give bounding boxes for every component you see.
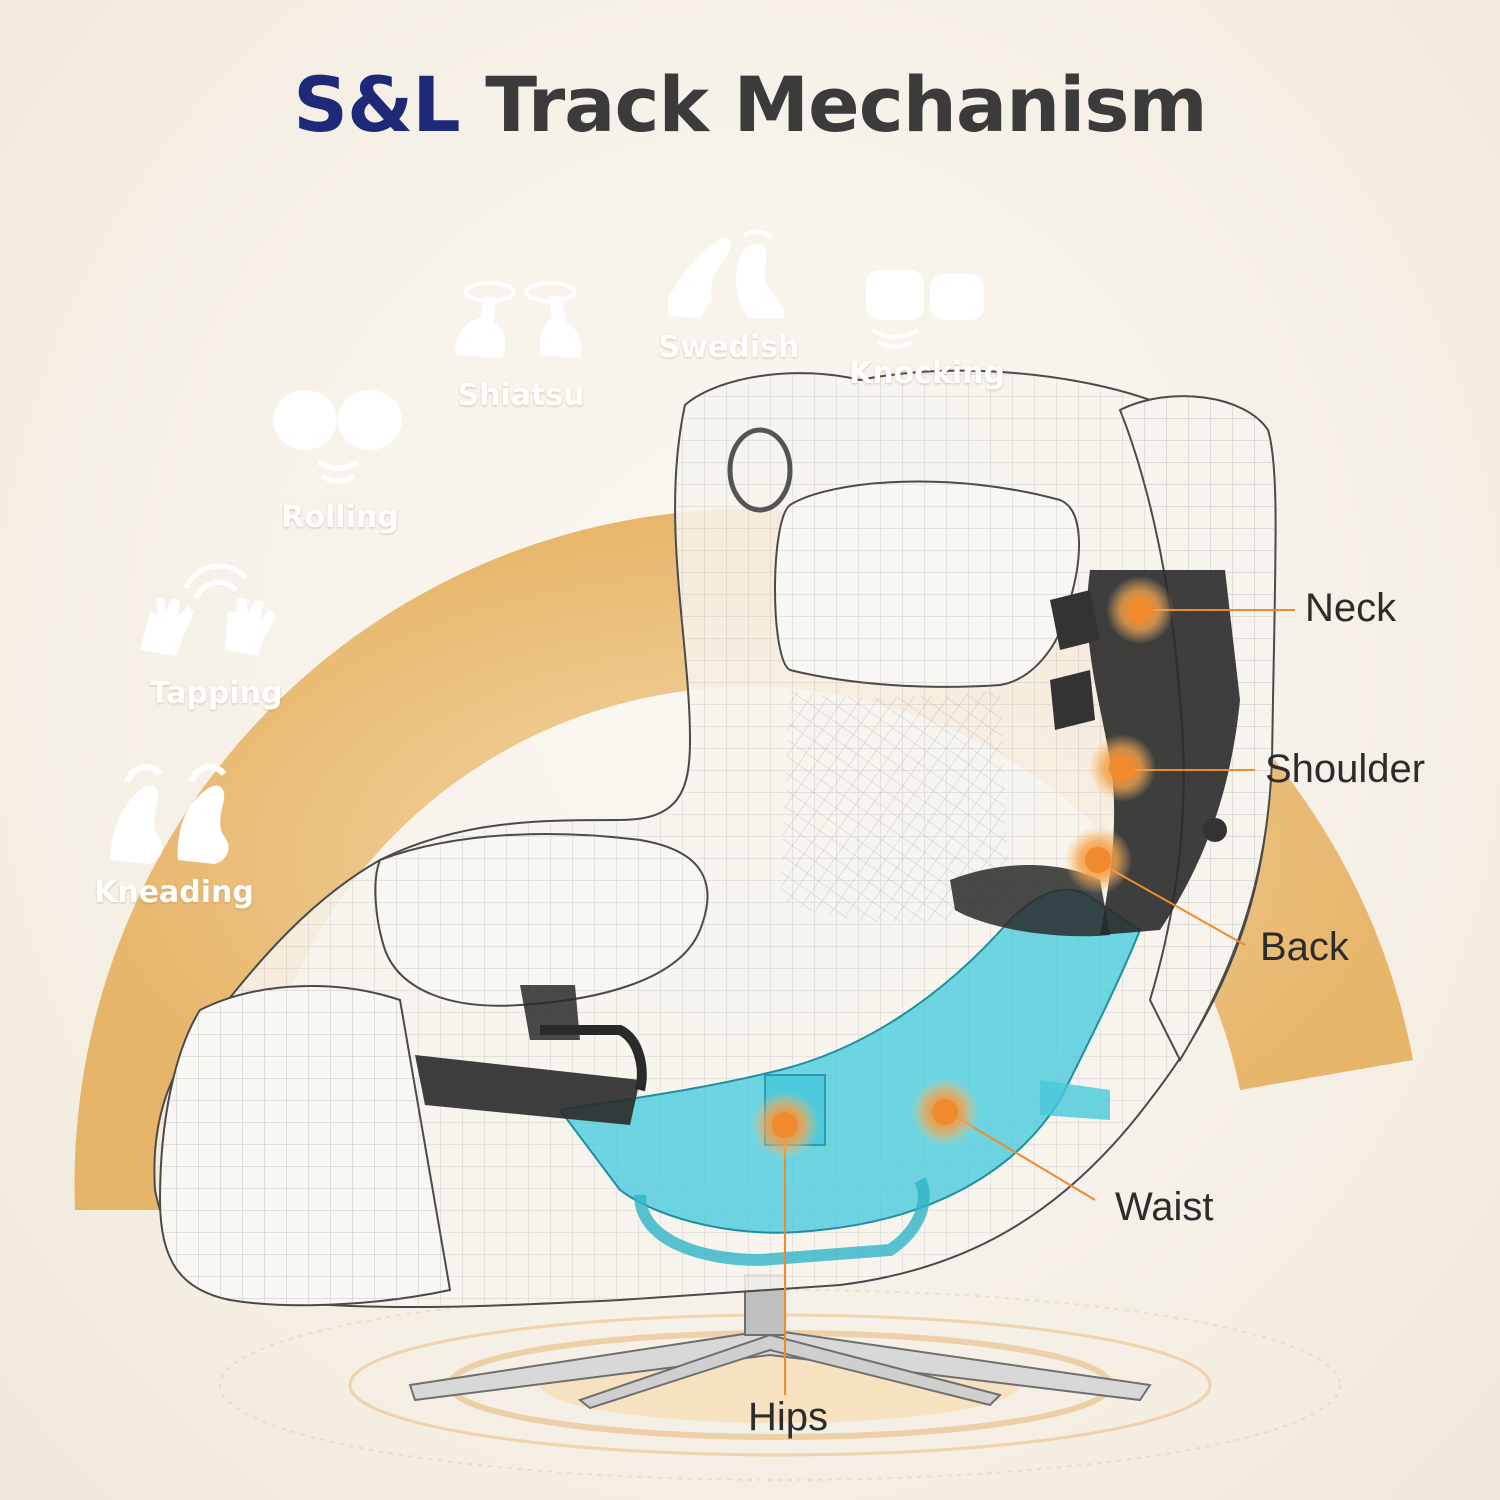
knocking-fists-icon xyxy=(866,270,984,349)
technique-label-shiatsu: Shiatsu xyxy=(457,378,585,413)
waist-marker xyxy=(911,1078,979,1146)
zone-label-back: Back xyxy=(1260,925,1349,969)
hips-marker xyxy=(751,1091,819,1159)
zone-label-shoulder: Shoulder xyxy=(1265,747,1426,791)
zone-markers xyxy=(751,576,1174,1159)
track-lower-cyan xyxy=(558,888,1142,1234)
brand-name: S&L xyxy=(293,60,460,149)
technique-label-swedish: Swedish xyxy=(658,330,800,365)
technique-label-kneading: Kneading xyxy=(94,875,254,910)
back-marker xyxy=(1064,826,1132,894)
leg-rail xyxy=(415,1055,640,1125)
page-title: S&L Track Mechanism xyxy=(0,60,1500,149)
neck-marker xyxy=(1106,576,1174,644)
shoulder-marker xyxy=(1088,734,1156,802)
technique-label-knocking: Knocking xyxy=(848,356,1006,391)
tapping-hands-icon xyxy=(140,563,276,656)
zone-label-hips: Hips xyxy=(748,1395,829,1439)
swedish-hands-icon xyxy=(668,229,785,318)
speaker-ring xyxy=(727,427,793,513)
zone-label-neck: Neck xyxy=(1305,586,1397,630)
technique-label-tapping: Tapping xyxy=(149,676,283,711)
kneading-hands-icon xyxy=(110,764,229,864)
technique-label-rolling: Rolling xyxy=(281,500,399,535)
zone-label-waist: Waist xyxy=(1115,1185,1214,1229)
rolling-fists-icon xyxy=(273,390,402,484)
shiatsu-fingers-icon xyxy=(455,281,582,358)
title-text: Track Mechanism xyxy=(485,60,1208,149)
